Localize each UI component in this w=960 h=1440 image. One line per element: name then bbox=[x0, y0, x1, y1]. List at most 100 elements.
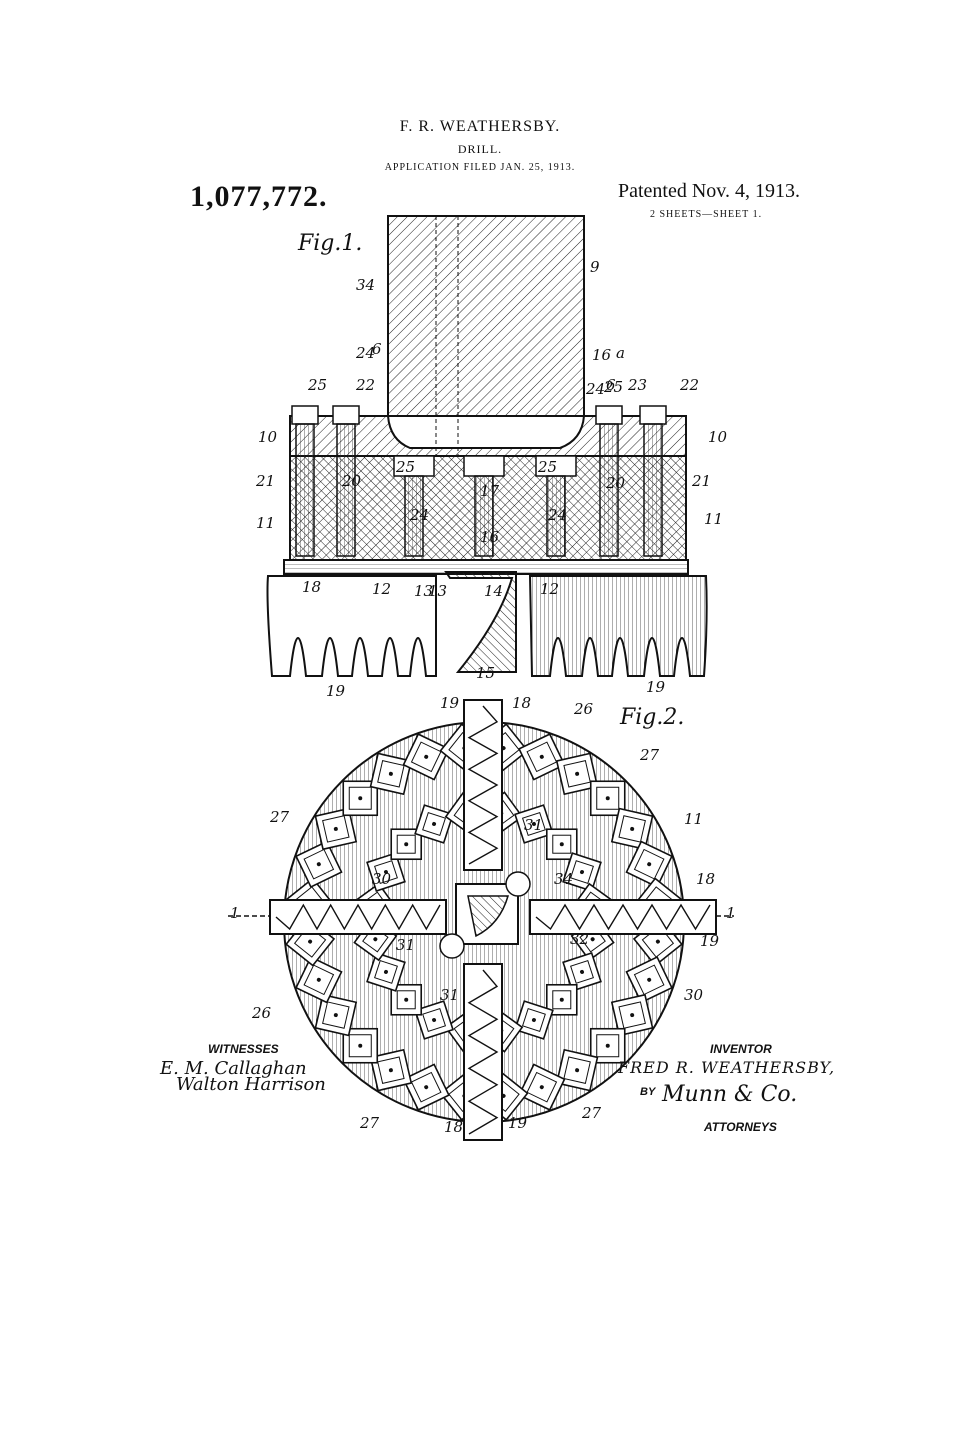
reference-numeral: 18 bbox=[302, 578, 321, 596]
cutter-block bbox=[514, 804, 554, 844]
reference-numeral: 11 bbox=[704, 510, 723, 528]
reference-numeral: 18 bbox=[512, 694, 531, 712]
reference-numeral: 22 bbox=[355, 376, 375, 394]
reference-numeral: 23 bbox=[627, 376, 647, 394]
left-cutter bbox=[266, 575, 437, 677]
cutter-block bbox=[314, 807, 358, 851]
right-cutter bbox=[528, 575, 708, 677]
reference-numeral: 26 bbox=[251, 1004, 272, 1022]
reference-numeral: 10 bbox=[708, 428, 728, 446]
cutter-block bbox=[402, 1063, 450, 1111]
cutter-block bbox=[610, 807, 654, 851]
reference-numeral: 21 bbox=[255, 472, 275, 490]
reference-numeral: 17 bbox=[480, 482, 500, 500]
reference-numeral: 24 bbox=[409, 506, 429, 524]
reference-numeral: 12 bbox=[372, 580, 391, 598]
patent-title: DRILL. bbox=[457, 142, 503, 156]
patented-date: Patented Nov. 4, 1913. bbox=[618, 180, 801, 202]
reference-numeral: 25 bbox=[537, 458, 557, 476]
shank bbox=[387, 215, 585, 417]
reference-numeral: 14 bbox=[484, 582, 503, 600]
bar-teeth bbox=[467, 969, 499, 1135]
cutter-block bbox=[518, 733, 566, 781]
reference-numeral: 34 bbox=[554, 870, 573, 888]
cutter-block bbox=[366, 852, 406, 892]
witness-signature-1: E. M. Callaghan bbox=[160, 1058, 307, 1079]
reference-numeral: 19 bbox=[508, 1114, 528, 1132]
cutter-block bbox=[555, 752, 599, 796]
reference-numeral: 13 bbox=[428, 582, 447, 600]
witness-signature-2: Walton Harrison bbox=[176, 1074, 326, 1095]
reference-numeral: 15 bbox=[476, 664, 495, 682]
bar-teeth bbox=[535, 903, 711, 931]
reference-numeral: 18 bbox=[696, 870, 715, 888]
reference-numeral: 1 bbox=[726, 904, 736, 922]
center-cutter bbox=[444, 571, 517, 673]
cutter-block bbox=[295, 956, 343, 1004]
reference-numeral: 11 bbox=[684, 810, 703, 828]
cutter-bar-top bbox=[463, 699, 503, 871]
cutter-block bbox=[562, 852, 602, 892]
reference-numeral: 24 bbox=[355, 344, 375, 362]
cutter-block bbox=[610, 993, 654, 1037]
inventor-label: INVENTOR bbox=[710, 1042, 772, 1056]
cutter-block bbox=[342, 780, 379, 817]
cutter-block bbox=[342, 1027, 379, 1064]
reference-numeral: 31 bbox=[396, 936, 415, 954]
reference-numeral: 30 bbox=[372, 870, 392, 888]
cutter-block bbox=[545, 983, 578, 1016]
application-filed-date: APPLICATION FILED JAN. 25, 1913. bbox=[384, 162, 576, 173]
reference-numeral: 26 bbox=[573, 700, 594, 718]
attorney-signature: Munn & Co. bbox=[662, 1082, 798, 1107]
inventor-signature: FRED R. WEATHERSBY, bbox=[618, 1058, 836, 1077]
reference-numeral: 19 bbox=[326, 682, 346, 700]
cutter-block bbox=[625, 956, 673, 1004]
reference-numeral: 20 bbox=[605, 474, 626, 492]
reference-numeral: 34 bbox=[356, 276, 375, 294]
reference-numeral: 6 bbox=[606, 376, 616, 394]
reference-numeral: 27 bbox=[359, 1114, 380, 1132]
reference-numeral: 16 bbox=[592, 346, 612, 364]
cutter-block bbox=[366, 952, 406, 992]
inventor-name-header: F. R. WEATHERSBY. bbox=[399, 118, 561, 135]
reference-numeral: 6 bbox=[372, 340, 382, 358]
reference-numeral: 25 bbox=[603, 378, 623, 396]
sheet-info: 2 SHEETS—SHEET 1. bbox=[650, 209, 763, 220]
reference-numeral: 27 bbox=[639, 746, 660, 764]
reference-numeral: 10 bbox=[258, 428, 278, 446]
cutter-block bbox=[369, 1048, 413, 1092]
reference-numeral: 20 bbox=[341, 472, 362, 490]
reference-numeral: 19 bbox=[646, 678, 666, 696]
reference-numeral: 9 bbox=[590, 258, 600, 276]
cutter-block bbox=[369, 752, 413, 796]
cutter-block bbox=[414, 804, 454, 844]
cutter-block bbox=[314, 993, 358, 1037]
reference-numeral: 25 bbox=[395, 458, 415, 476]
reference-numeral: 1 bbox=[230, 904, 240, 922]
reference-numeral: 21 bbox=[691, 472, 711, 490]
reference-numeral: 31 bbox=[440, 986, 459, 1004]
attorneys-label: ATTORNEYS bbox=[704, 1120, 777, 1134]
cutter-block bbox=[518, 1063, 566, 1111]
bar-teeth bbox=[275, 903, 441, 931]
cutter-block bbox=[295, 840, 343, 888]
cutter-block bbox=[390, 828, 423, 861]
reference-numeral: 19 bbox=[440, 694, 460, 712]
reference-numeral: 31 bbox=[524, 816, 543, 834]
reference-numeral: 27 bbox=[269, 808, 290, 826]
reference-numeral: 13 bbox=[414, 582, 433, 600]
cutter-block bbox=[555, 1048, 599, 1092]
reference-numeral: 32 bbox=[570, 930, 589, 948]
reference-numeral: 25 bbox=[307, 376, 327, 394]
cutter-block bbox=[589, 780, 626, 817]
bolts bbox=[291, 405, 667, 557]
reference-numeral: 24 bbox=[585, 380, 605, 398]
patent-number: 1,077,772. bbox=[190, 180, 328, 213]
reference-numeral: 27 bbox=[581, 1104, 602, 1122]
reference-numeral: 22 bbox=[679, 376, 699, 394]
reference-numeral: 19 bbox=[700, 932, 720, 950]
